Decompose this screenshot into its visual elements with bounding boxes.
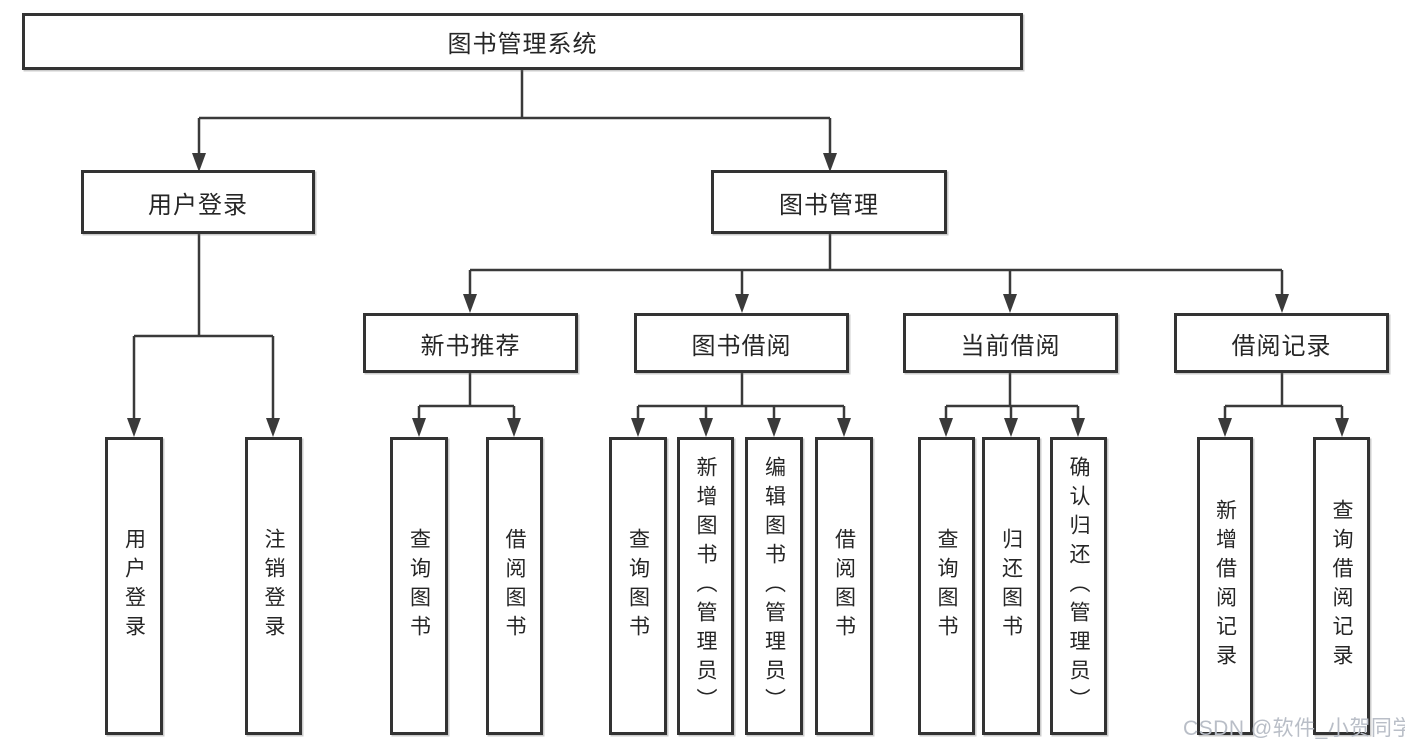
leaf-query-books-borrowing: 查询图书 [609,437,667,735]
node-borrowing-records: 借阅记录 [1174,313,1389,373]
leaf-query-borrow-record: 查询借阅记录 [1313,437,1370,735]
node-user-login: 用户登录 [81,170,315,234]
node-library-management-system: 图书管理系统 [22,13,1023,70]
node-book-borrowing: 图书借阅 [634,313,849,373]
leaf-borrow-books-borrowing: 借阅图书 [815,437,873,735]
leaf-confirm-return-admin: 确认归还（管理员） [1050,437,1107,735]
leaf-edit-books-admin: 编辑图书（管理员） [745,437,803,735]
node-book-management: 图书管理 [711,170,947,234]
leaf-borrow-books-recommend: 借阅图书 [486,437,543,735]
node-current-borrowing: 当前借阅 [903,313,1118,373]
leaf-add-books-admin: 新增图书（管理员） [677,437,734,735]
leaf-query-books-recommend: 查询图书 [390,437,448,735]
csdn-watermark: CSDN @软件_小贺同学 [1183,717,1405,740]
leaf-logout-login: 注销登录 [245,437,302,735]
leaf-query-books-current: 查询图书 [918,437,975,735]
node-new-book-recommendation: 新书推荐 [363,313,578,373]
leaf-add-borrow-record: 新增借阅记录 [1197,437,1253,735]
leaf-user-login: 用户登录 [105,437,163,735]
leaf-return-books: 归还图书 [982,437,1040,735]
